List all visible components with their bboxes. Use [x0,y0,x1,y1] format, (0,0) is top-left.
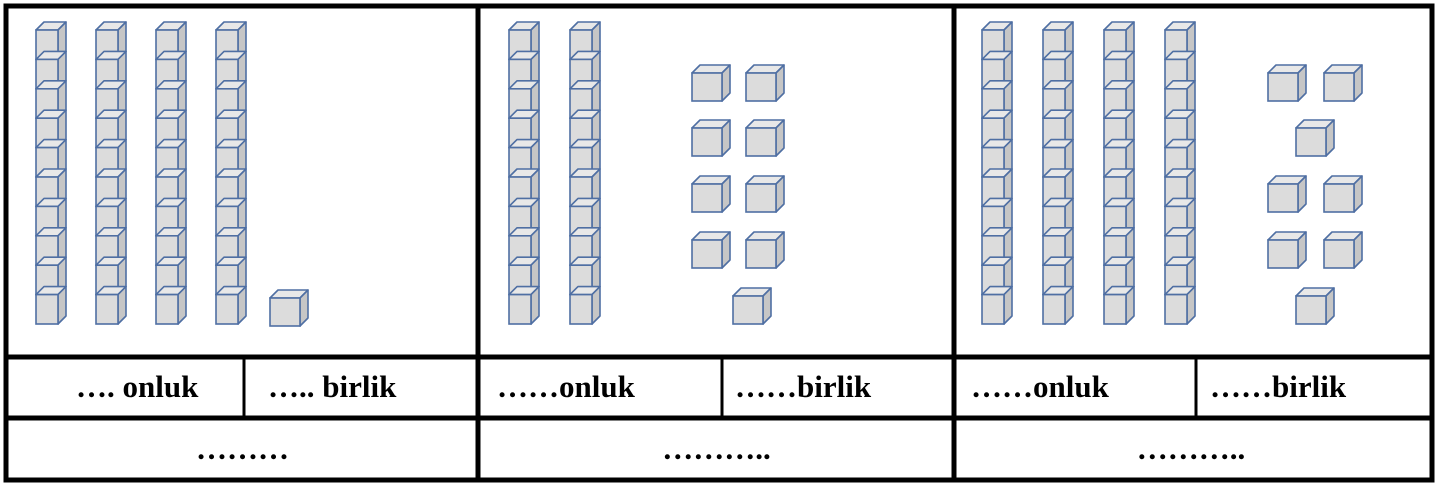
panel-2-blocks [508,21,785,325]
ones-cube [691,64,731,102]
rod-unit-cube [35,168,67,208]
ones-cube [732,287,772,325]
ones-cube [745,175,785,213]
rod-unit-cube [1164,168,1196,208]
tens-rod [95,21,127,325]
rod-unit-cube [1164,50,1196,90]
rod-unit-cube [215,256,247,296]
panel-2-tens-label: ……onluk [497,369,635,404]
ones-cube [1267,231,1307,269]
outer-border [3,3,1435,483]
tens-rod [569,21,601,325]
rod-unit-cube [1164,227,1196,267]
ones-cube [1295,287,1335,325]
tens-rod [508,21,540,325]
rod-unit-cube [155,285,187,325]
tens-rod [1164,21,1196,325]
ones-cube [1267,64,1307,102]
rod-unit-cube [155,21,187,61]
rod-unit-cube [35,285,67,325]
rod-unit-cube [508,80,540,120]
rod-unit-cube [35,21,67,61]
rod-unit-cube [508,168,540,208]
table-borders [3,3,1435,483]
panel-3-blocks [981,21,1363,325]
rod-unit-cube [508,285,540,325]
base-ten-blocks [35,21,1363,327]
ones-cube [1323,231,1363,269]
tens-rod [215,21,247,325]
rod-unit-cube [1103,285,1135,325]
panel-1-blocks [35,21,309,327]
rod-unit-cube [981,256,1013,296]
ones-cube [1267,175,1307,213]
panel-1-ones-label: ….. birlik [268,369,397,404]
ones-cube [691,231,731,269]
ones-cube [745,119,785,157]
rod-unit-cube [215,138,247,178]
rod-unit-cube [95,21,127,61]
tens-rod [1042,21,1074,325]
tens-rod [155,21,187,325]
panel-2-ones-label: ……birlik [735,369,872,404]
rod-unit-cube [1042,197,1074,237]
ones-cube [745,231,785,269]
rod-unit-cube [1042,285,1074,325]
panel-1-tens-label: …. onluk [76,369,199,404]
rod-unit-cube [95,285,127,325]
panel-2-total-blank: ……….. [662,431,771,466]
rod-unit-cube [981,285,1013,325]
panel-3-ones-label: ……birlik [1210,369,1347,404]
ones-cube [1295,119,1335,157]
rod-unit-cube [1103,138,1135,178]
rod-unit-cube [1164,285,1196,325]
ones-cube [269,289,309,327]
rod-unit-cube [35,256,67,296]
tens-rod [1103,21,1135,325]
ones-cube [1323,64,1363,102]
ones-cube [1323,175,1363,213]
tens-rod [35,21,67,325]
rod-unit-cube [155,50,187,90]
panel-3-tens-label: ……onluk [971,369,1109,404]
rod-unit-cube [35,109,67,149]
ones-cube [691,175,731,213]
rod-unit-cube [215,285,247,325]
ones-cube [691,119,731,157]
ones-cube [745,64,785,102]
panel-1-total-blank: ……… [196,431,289,466]
rod-unit-cube [95,80,127,120]
tens-rod [981,21,1013,325]
panel-3-total-blank: ……….. [1136,431,1246,466]
rod-unit-cube [569,285,601,325]
